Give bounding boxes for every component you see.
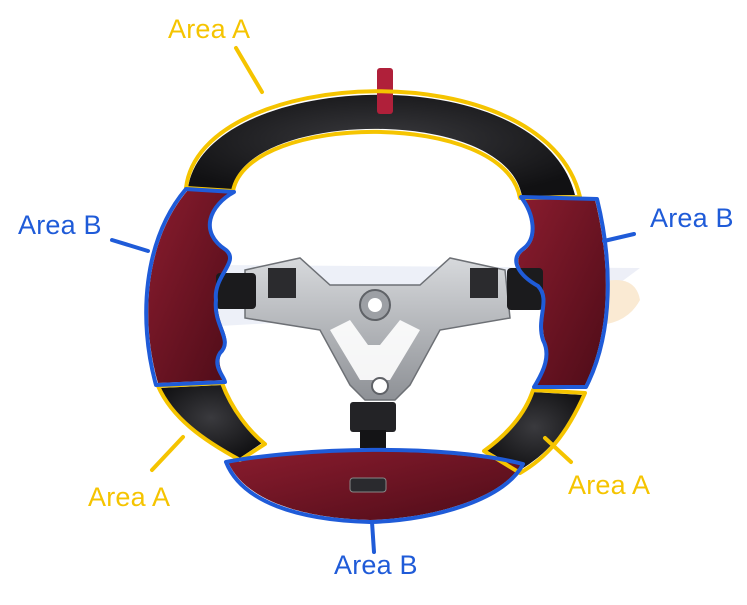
label-area-b-left: Area B — [18, 210, 102, 240]
lower-right-black-grip — [486, 392, 583, 470]
right-red-grip — [518, 198, 606, 385]
area-b-outlines — [110, 187, 636, 554]
left-red-grip — [148, 190, 232, 383]
label-area-a-top: Area A — [168, 14, 251, 44]
spoke-frame — [216, 257, 543, 448]
label-area-a-bottom-left: Area A — [88, 482, 171, 512]
label-area-b-right: Area B — [650, 203, 734, 233]
lower-left-black-grip — [160, 385, 262, 458]
label-area-b-bottom: Area B — [334, 550, 418, 580]
label-area-a-bottom-right: Area A — [568, 470, 651, 500]
badge-icon — [349, 477, 387, 493]
